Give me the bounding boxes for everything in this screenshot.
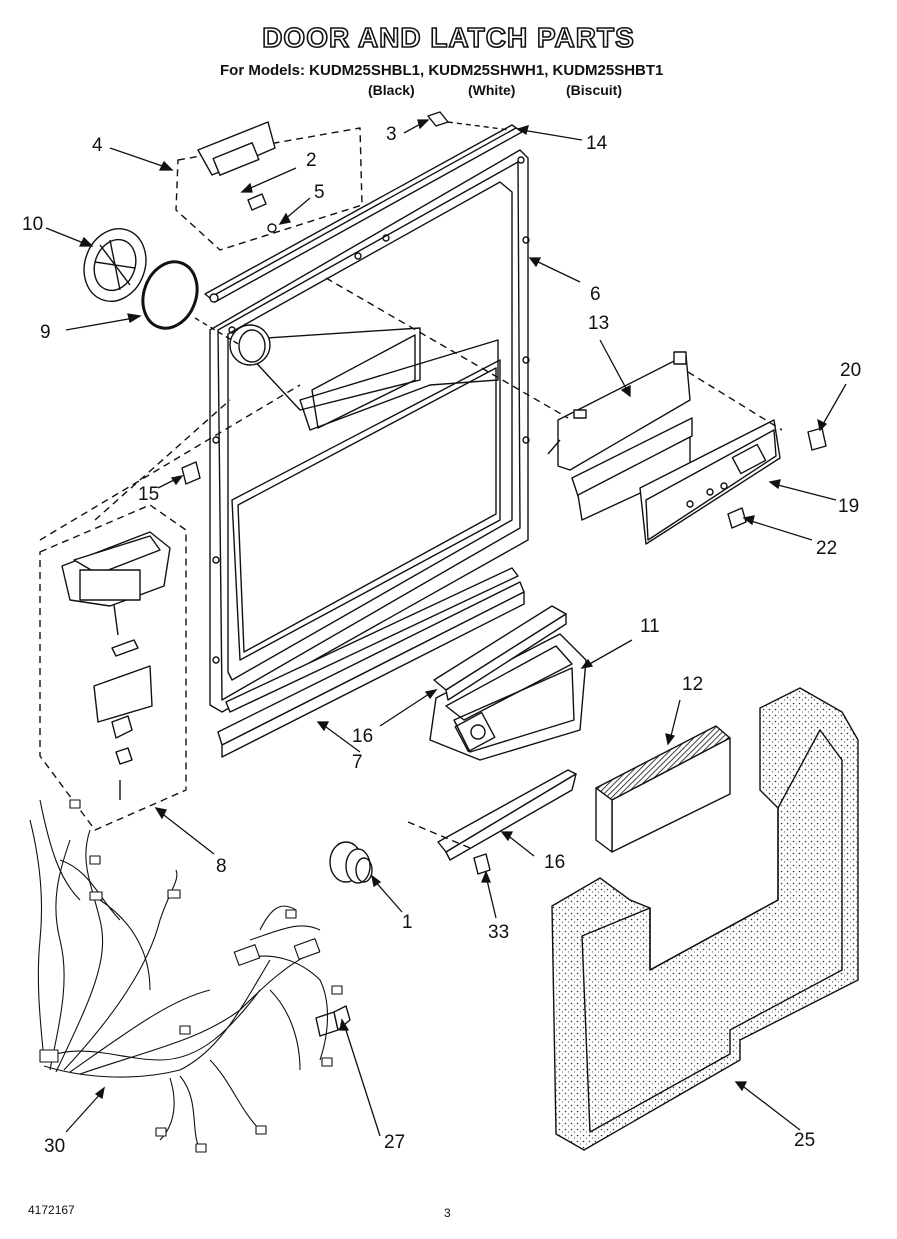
callout-11: 11 bbox=[640, 616, 660, 637]
inner-door-panel-part-6 bbox=[209, 149, 530, 713]
callout-13: 13 bbox=[588, 313, 610, 334]
latch-assembly-part-11 bbox=[429, 633, 587, 761]
vent-cover-part-10 bbox=[83, 228, 147, 302]
connector-part-27 bbox=[315, 1005, 351, 1037]
model-color-black: (Black) bbox=[368, 82, 415, 98]
callout-10: 10 bbox=[22, 214, 44, 235]
lower-latch-trim-part-16 bbox=[407, 769, 577, 861]
callout-30: 30 bbox=[44, 1136, 66, 1157]
dispenser-assembly-group-part-8 bbox=[39, 384, 301, 831]
callout-27: 27 bbox=[384, 1132, 406, 1153]
model-color-white: (White) bbox=[468, 82, 516, 98]
callout-12: 12 bbox=[682, 674, 704, 695]
callout-19: 19 bbox=[838, 496, 860, 517]
bumper-part-15 bbox=[181, 461, 201, 485]
callout-16-lower: 16 bbox=[544, 852, 566, 873]
clip-part-22 bbox=[727, 507, 747, 529]
wire-harness-part-30 bbox=[29, 799, 343, 1153]
callout-15: 15 bbox=[138, 484, 160, 505]
insulation-pad-part-12 bbox=[595, 725, 731, 853]
callout-33: 33 bbox=[488, 922, 510, 943]
callout-14: 14 bbox=[586, 133, 608, 154]
callout-16-upper: 16 bbox=[352, 726, 374, 747]
callout-1: 1 bbox=[402, 912, 413, 933]
screw-part-3 bbox=[427, 111, 511, 131]
callout-7: 7 bbox=[352, 752, 363, 773]
callout-2: 2 bbox=[306, 150, 317, 171]
callout-3: 3 bbox=[386, 124, 397, 145]
knob-part-1 bbox=[329, 841, 373, 884]
insulation-blanket-part-25 bbox=[551, 687, 859, 1151]
callout-8: 8 bbox=[216, 856, 227, 877]
callout-6: 6 bbox=[590, 284, 601, 305]
callout-leader-lines bbox=[45, 119, 847, 1137]
callout-25: 25 bbox=[794, 1130, 816, 1151]
callout-5: 5 bbox=[314, 182, 325, 203]
screw-part-33 bbox=[473, 853, 491, 875]
bottom-trim-strip-part-7 bbox=[217, 581, 525, 758]
upper-latch-trim-part-16 bbox=[433, 605, 567, 701]
page-number: 3 bbox=[444, 1206, 451, 1220]
callout-9: 9 bbox=[40, 322, 51, 343]
hinge-assembly-group-part-4 bbox=[175, 121, 363, 251]
document-number: 4172167 bbox=[28, 1203, 75, 1217]
bracket-part-13 bbox=[547, 351, 693, 521]
lower-seal-strip bbox=[225, 567, 519, 713]
callout-20: 20 bbox=[840, 360, 862, 381]
models-line: For Models: KUDM25SHBL1, KUDM25SHWH1, KU… bbox=[220, 62, 664, 79]
callout-4: 4 bbox=[92, 135, 103, 156]
model-color-biscuit: (Biscuit) bbox=[566, 82, 622, 98]
gasket-ring-part-9 bbox=[141, 260, 199, 330]
control-panel-part-19 bbox=[639, 419, 781, 545]
callout-22: 22 bbox=[816, 538, 838, 559]
screw-part-20 bbox=[807, 427, 827, 451]
page-title: DOOR AND LATCH PARTS bbox=[261, 21, 635, 54]
